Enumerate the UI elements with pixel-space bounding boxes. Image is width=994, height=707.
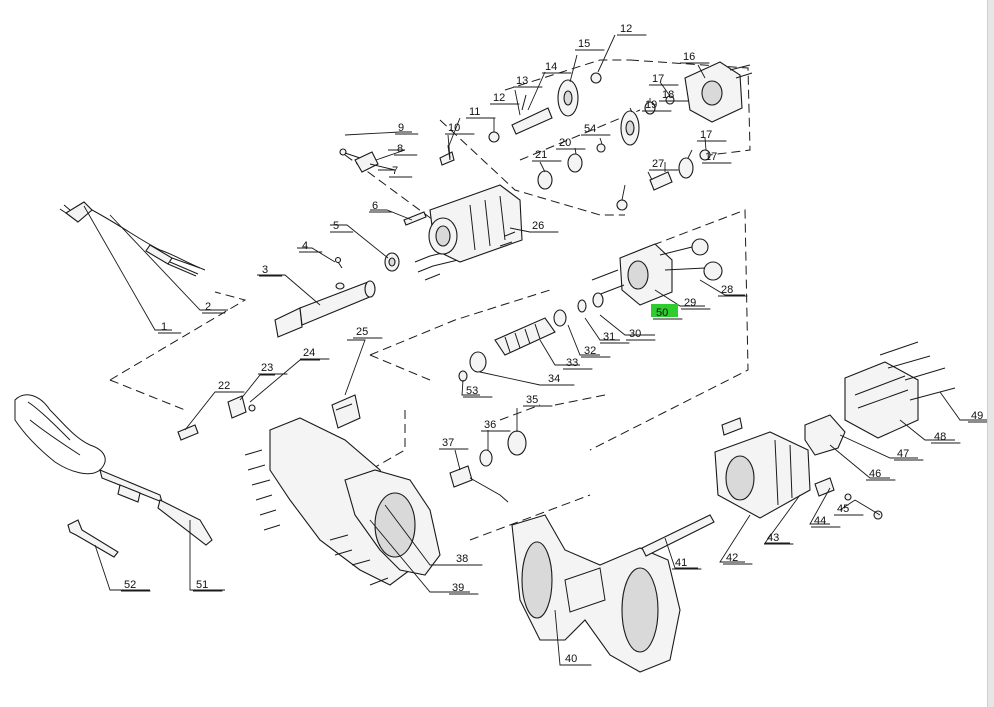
- end-cap-assembly: [804, 341, 956, 456]
- part-label-43: 43: [767, 532, 779, 544]
- part-label-37: 37: [442, 437, 454, 449]
- part-label-14: 14: [545, 61, 557, 73]
- part-label-15: 15: [578, 38, 590, 50]
- part-label-38: 38: [456, 553, 468, 565]
- base-frame: [511, 514, 681, 673]
- part-label-30: 30: [629, 328, 641, 340]
- part-label-27: 27: [652, 158, 664, 170]
- part-label-42: 42: [726, 552, 738, 564]
- scrollbar[interactable]: [987, 0, 994, 707]
- part-label-36: 36: [484, 419, 496, 431]
- part-label-17: 17: [705, 151, 717, 163]
- part-label-29: 29: [684, 297, 696, 309]
- armature: [458, 309, 567, 382]
- part-label-50: 50: [656, 307, 668, 319]
- small-fasteners-top: [339, 144, 455, 173]
- part-label-9: 9: [398, 122, 404, 134]
- part-label-17: 17: [700, 129, 712, 141]
- part-label-40: 40: [565, 653, 577, 665]
- part-label-53: 53: [466, 385, 478, 397]
- part-label-47: 47: [897, 448, 909, 460]
- part-label-51: 51: [196, 579, 208, 591]
- part-label-11: 11: [469, 106, 480, 118]
- part-label-4: 4: [302, 240, 308, 252]
- part-label-44: 44: [814, 515, 826, 527]
- part-label-21: 21: [535, 149, 547, 161]
- part-label-32: 32: [584, 345, 596, 357]
- part-label-24: 24: [303, 347, 315, 359]
- motor-stator: [577, 238, 723, 313]
- gear-cover: [684, 61, 753, 123]
- part-label-7: 7: [392, 165, 398, 177]
- part-label-10: 10: [448, 122, 460, 134]
- brush-holder: [331, 394, 361, 429]
- gear-housing: [428, 184, 523, 263]
- part-label-35: 35: [526, 394, 538, 406]
- highlight-box-52: [651, 304, 678, 317]
- part-label-25: 25: [356, 326, 368, 338]
- washers-screws: [334, 211, 459, 281]
- part-label-3: 3: [262, 264, 268, 276]
- part-label-45: 45: [837, 503, 849, 515]
- part-label-23: 23: [261, 362, 273, 374]
- part-label-48: 48: [934, 431, 946, 443]
- part-label-8: 8: [397, 143, 403, 155]
- part-label-17: 17: [652, 73, 664, 85]
- part-label-28: 28: [721, 284, 733, 296]
- part-label-31: 31: [603, 331, 615, 343]
- part-label-34: 34: [548, 373, 560, 385]
- motor-housing: [641, 417, 883, 557]
- part-label-12: 12: [493, 92, 505, 104]
- part-label-1: 1: [161, 321, 167, 333]
- switch-parts: [177, 395, 256, 441]
- part-label-46: 46: [869, 468, 881, 480]
- part-label-5: 5: [333, 220, 339, 232]
- part-label-13: 13: [516, 75, 528, 87]
- part-label-52: 52: [124, 579, 136, 591]
- leader-lines: [83, 34, 990, 666]
- part-label-26: 26: [532, 220, 544, 232]
- part-label-19: 19: [645, 99, 657, 111]
- part-label-18: 18: [662, 89, 674, 101]
- part-label-12: 12: [620, 23, 632, 35]
- part-label-22: 22: [218, 380, 230, 392]
- main-housing: [244, 417, 441, 586]
- part-label-16: 16: [683, 51, 695, 63]
- mixing-paddle: [14, 394, 213, 558]
- part-label-33: 33: [566, 357, 578, 369]
- power-cord: [59, 201, 206, 277]
- part-label-39: 39: [452, 582, 464, 594]
- part-label-2: 2: [205, 301, 211, 313]
- assembly-dashed-lines: [109, 59, 751, 541]
- spindle: [274, 280, 376, 338]
- part-label-54: 54: [584, 123, 596, 135]
- part-label-49: 49: [971, 410, 983, 422]
- part-label-41: 41: [675, 557, 687, 569]
- part-label-6: 6: [372, 200, 378, 212]
- gear-train: [488, 72, 711, 211]
- part-label-20: 20: [559, 137, 571, 149]
